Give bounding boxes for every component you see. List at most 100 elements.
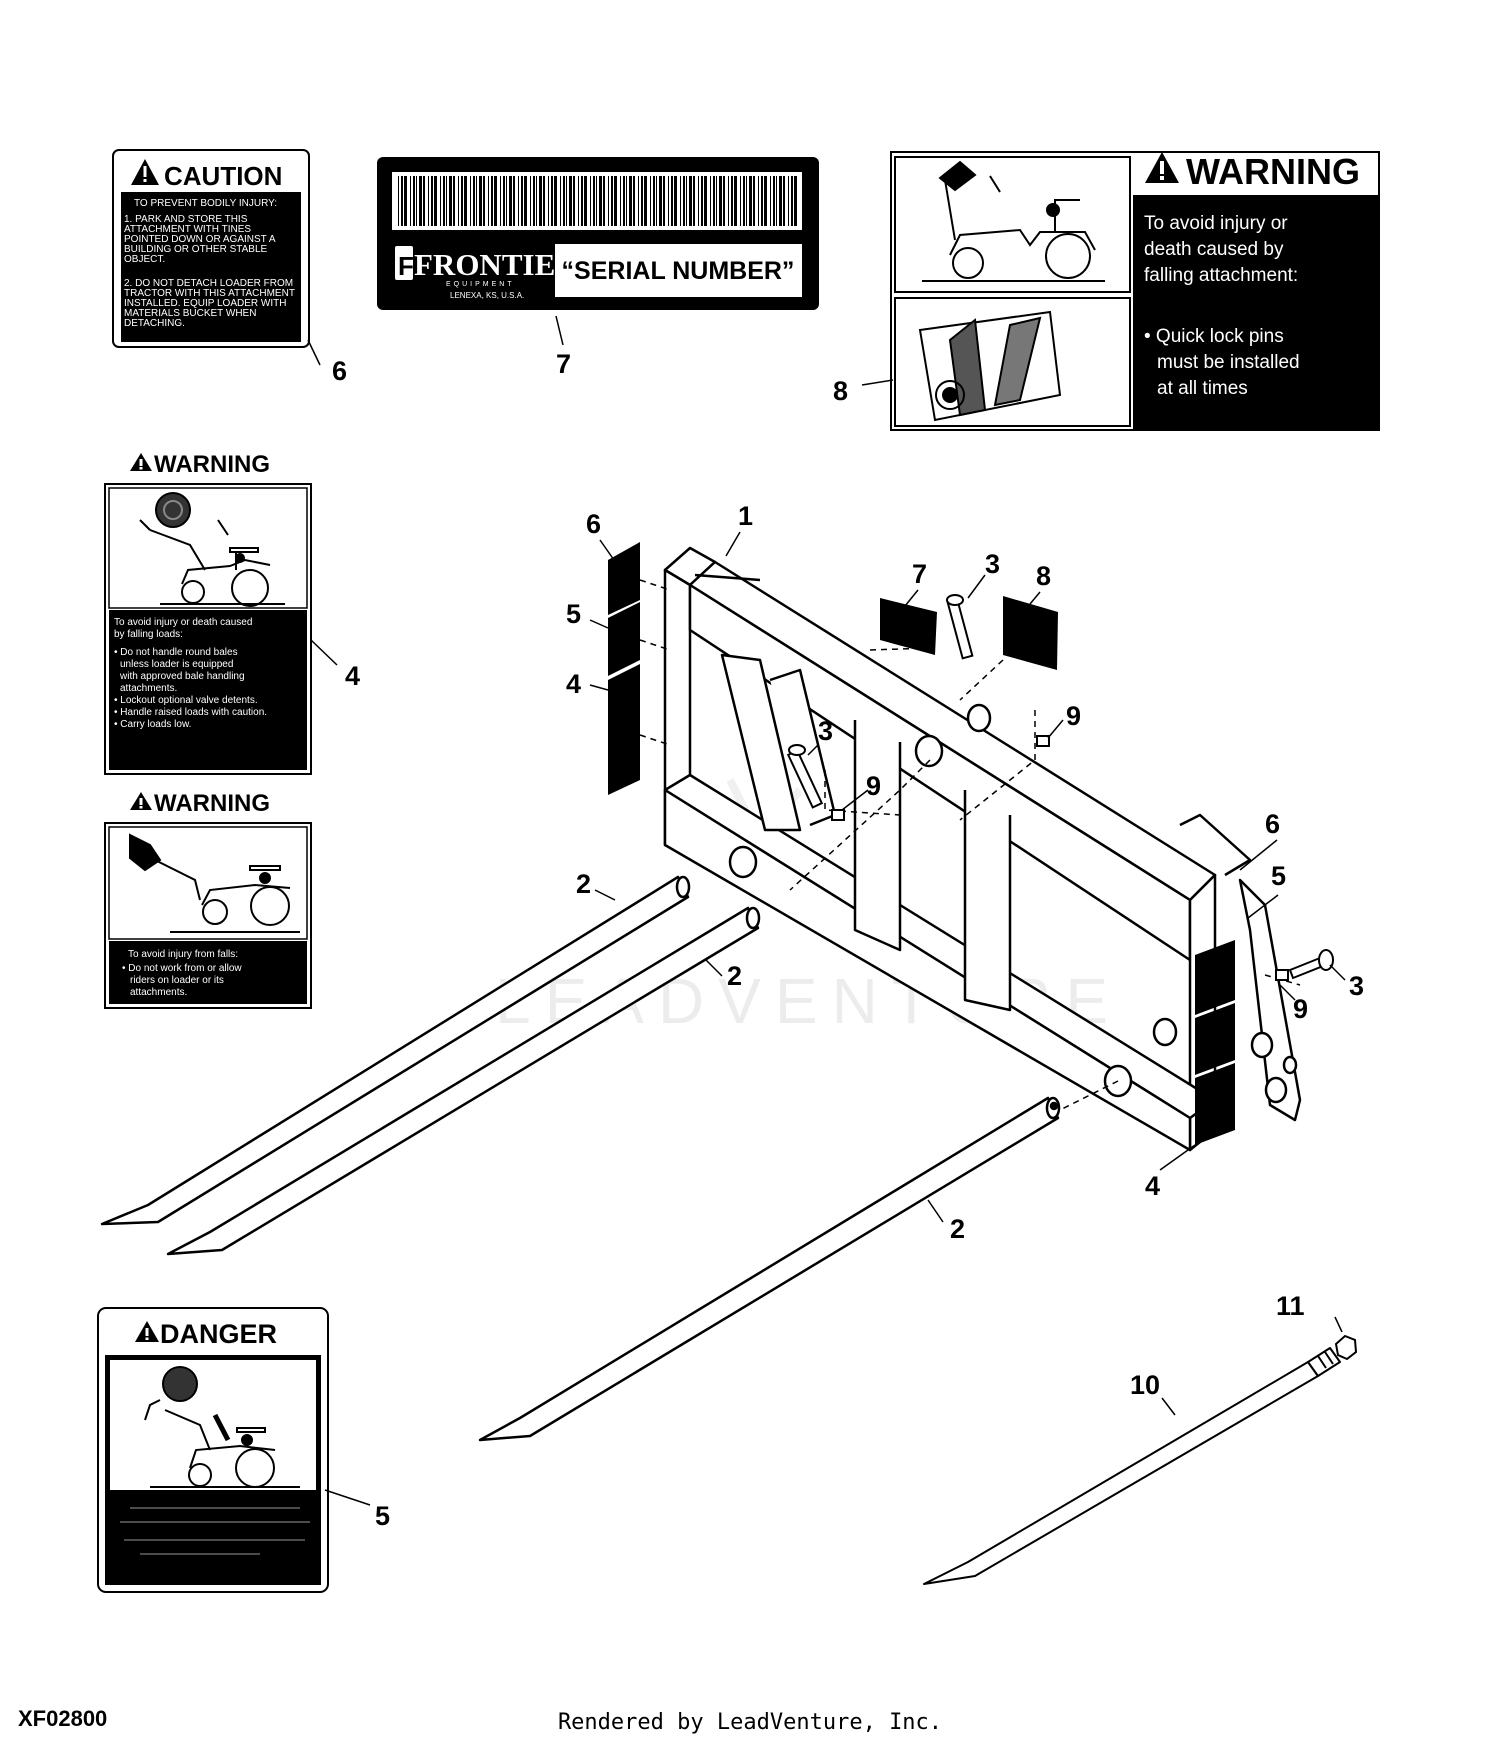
- danger-decal: DANGER: [97, 1307, 329, 1593]
- threaded-end: [1307, 1347, 1341, 1377]
- callout-8: 8: [1036, 561, 1051, 591]
- barcode-bar: [693, 176, 695, 226]
- callout-6: 6: [586, 509, 601, 539]
- barcode-bar: [491, 176, 493, 226]
- barcode-bar: [488, 176, 489, 226]
- warning-decal-quick-lock: WARNING To avoid injury or death caused …: [890, 151, 1380, 431]
- barcode-bar: [536, 176, 537, 226]
- barcode-bar: [560, 176, 561, 226]
- barcode-bar: [539, 176, 542, 226]
- barcode-bar: [476, 176, 477, 226]
- barcode-bar: [680, 176, 681, 226]
- callout-7: 7: [556, 349, 571, 379]
- barcode-bar: [419, 176, 422, 226]
- barcode-bar: [494, 176, 497, 226]
- callout-3: 3: [818, 716, 833, 746]
- serial-number-decal: F FRONTIER EQUIPMENT LENEXA, KS, U.S.A. …: [377, 157, 819, 310]
- warning-line: • Carry loads low.: [114, 719, 191, 730]
- barcode-bar: [593, 176, 595, 226]
- barcode-bar: [548, 176, 549, 226]
- barcode-bar: [728, 176, 729, 226]
- barcode-bar: [674, 176, 677, 226]
- bolt-3-top: [946, 594, 974, 660]
- barcode-bar: [758, 176, 759, 226]
- warning-line: must be installed: [1157, 352, 1300, 373]
- brand-name: FRONTIER: [414, 247, 578, 282]
- barcode-bar: [686, 176, 687, 226]
- caution-decal: CAUTION TO PREVENT BODILY INJURY: 1. PAR…: [112, 149, 310, 348]
- callout-3: 3: [985, 549, 1000, 579]
- caution-line: POINTED DOWN OR AGAINST A: [124, 234, 276, 245]
- bale-rolling-pictogram: [144, 1366, 300, 1488]
- barcode-bar: [428, 176, 429, 226]
- barcode-bar: [746, 176, 747, 226]
- barcode-bar: [701, 176, 703, 226]
- caution-title: CAUTION: [164, 161, 282, 191]
- svg-text:F: F: [398, 251, 414, 281]
- barcode-bar: [743, 176, 745, 226]
- callout-7: 7: [912, 559, 927, 589]
- barcode-bar: [731, 176, 733, 226]
- barcode-bar: [683, 176, 685, 226]
- figure-id: XF02800: [18, 1706, 108, 1731]
- barcode-bars: [398, 176, 797, 226]
- spear-with-threaded-end: [923, 1347, 1341, 1585]
- barcode-bar: [713, 176, 715, 226]
- barcode-bar: [788, 176, 789, 226]
- barcode-bar: [644, 176, 647, 226]
- caution-line: TRACTOR WITH THIS ATTACHMENT: [124, 288, 295, 299]
- callout-2: 2: [727, 961, 742, 991]
- caution-subtitle: TO PREVENT BODILY INJURY:: [134, 198, 277, 209]
- barcode-bar: [716, 176, 717, 226]
- warning-line: • Do not handle round bales: [114, 647, 238, 658]
- barcode-bar: [500, 176, 501, 226]
- barcode-bar: [479, 176, 482, 226]
- warning-triangle-icon: [130, 792, 152, 810]
- barcode-bar: [413, 176, 415, 226]
- callout-6: 6: [1265, 809, 1280, 839]
- barcode-bar: [596, 176, 597, 226]
- barcode-bar: [599, 176, 602, 226]
- barcode-bar: [749, 176, 752, 226]
- barcode-bar: [543, 176, 545, 226]
- barcode-bar: [458, 176, 459, 226]
- barcode-bar: [633, 176, 635, 226]
- callout-5: 5: [566, 599, 581, 629]
- barcode-bar: [626, 176, 627, 226]
- caution-line: DETACHING.: [124, 318, 185, 329]
- barcode-bar: [590, 176, 591, 226]
- warning-line: To avoid injury or: [1144, 213, 1288, 234]
- caution-line: 2. DO NOT DETACH LOADER FROM: [124, 278, 293, 289]
- danger-fine-print: [120, 1507, 310, 1555]
- bolt-3-middle: [786, 744, 824, 809]
- barcode-bar: [770, 176, 771, 226]
- callout-numbers: 6 7 8 4 5 1 6 5 4 7 3 8 9 3 9 2 2 2 6 5 …: [332, 349, 1364, 1531]
- barcode-bar: [446, 176, 447, 226]
- callout-2: 2: [950, 1214, 965, 1244]
- barcode-bar: [443, 176, 445, 226]
- bolt-3-right: [1275, 949, 1334, 981]
- barcode-bar: [578, 176, 579, 226]
- barcode-bar: [434, 176, 437, 226]
- warning-line: with approved bale handling: [119, 671, 245, 682]
- warning-line: • Lockout optional valve detents.: [114, 695, 258, 706]
- warning-decal-falls: WARNING To avoid injury from falls: • Do…: [104, 790, 312, 1009]
- callout-8: 8: [833, 376, 848, 406]
- warning-line: • Handle raised loads with caution.: [114, 707, 267, 718]
- barcode-bar: [623, 176, 625, 226]
- warning-title: WARNING: [154, 451, 270, 478]
- callout-9: 9: [1293, 994, 1308, 1024]
- barcode-bar: [440, 176, 441, 226]
- barcode-bar: [710, 176, 711, 226]
- warning-title: WARNING: [154, 790, 270, 817]
- barcode-bar: [656, 176, 657, 226]
- callout-4: 4: [1145, 1171, 1160, 1201]
- caution-line: OBJECT.: [124, 254, 165, 265]
- barcode-bar: [704, 176, 707, 226]
- barcode-bar: [608, 176, 609, 226]
- barcode-bar: [773, 176, 775, 226]
- warning-triangle-icon: [130, 453, 152, 471]
- barcode-bar: [614, 176, 617, 226]
- lock-pin-pictogram: [894, 297, 1131, 427]
- nut-9-middle: [831, 809, 845, 821]
